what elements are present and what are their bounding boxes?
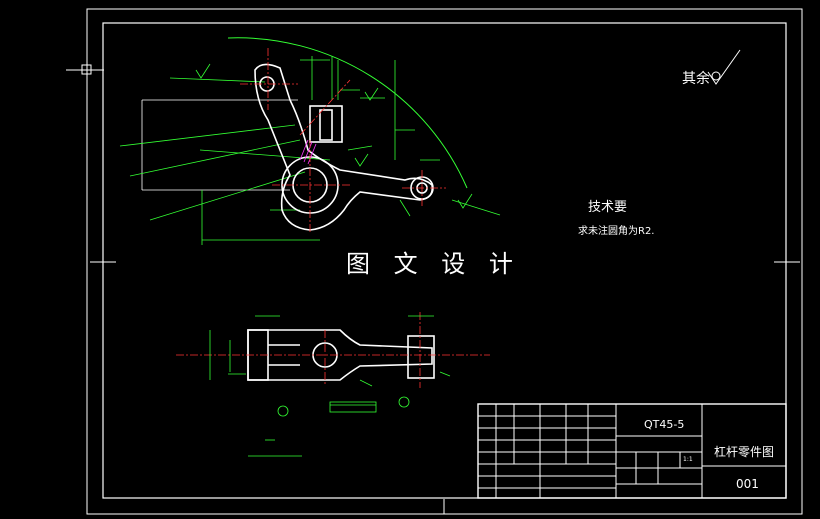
tech-requirements-title: 技术要 xyxy=(588,200,628,215)
lower-center-lines xyxy=(176,312,490,388)
watermark-text: 图 文 设 计 xyxy=(346,250,521,278)
lower-dimensions xyxy=(209,315,451,457)
title-block xyxy=(477,403,787,499)
center-lines xyxy=(240,48,446,232)
scale-label: 1:1 xyxy=(683,456,693,463)
section-hatch xyxy=(299,139,317,165)
drawing-number-label: 001 xyxy=(736,477,759,491)
part-name-label: 杠杆零件图 xyxy=(714,445,775,459)
roughness-symbol xyxy=(707,49,741,85)
swing-arc xyxy=(227,37,468,189)
roughness-marks xyxy=(195,63,473,209)
tech-requirements-note: 求未注圆角为R2. xyxy=(578,226,655,237)
inner-border xyxy=(102,22,787,499)
centering-marks xyxy=(66,64,800,514)
lever-upper-view xyxy=(254,63,434,231)
surface-finish-note: 其余 xyxy=(682,71,710,87)
material-label: QT45-5 xyxy=(644,418,685,431)
